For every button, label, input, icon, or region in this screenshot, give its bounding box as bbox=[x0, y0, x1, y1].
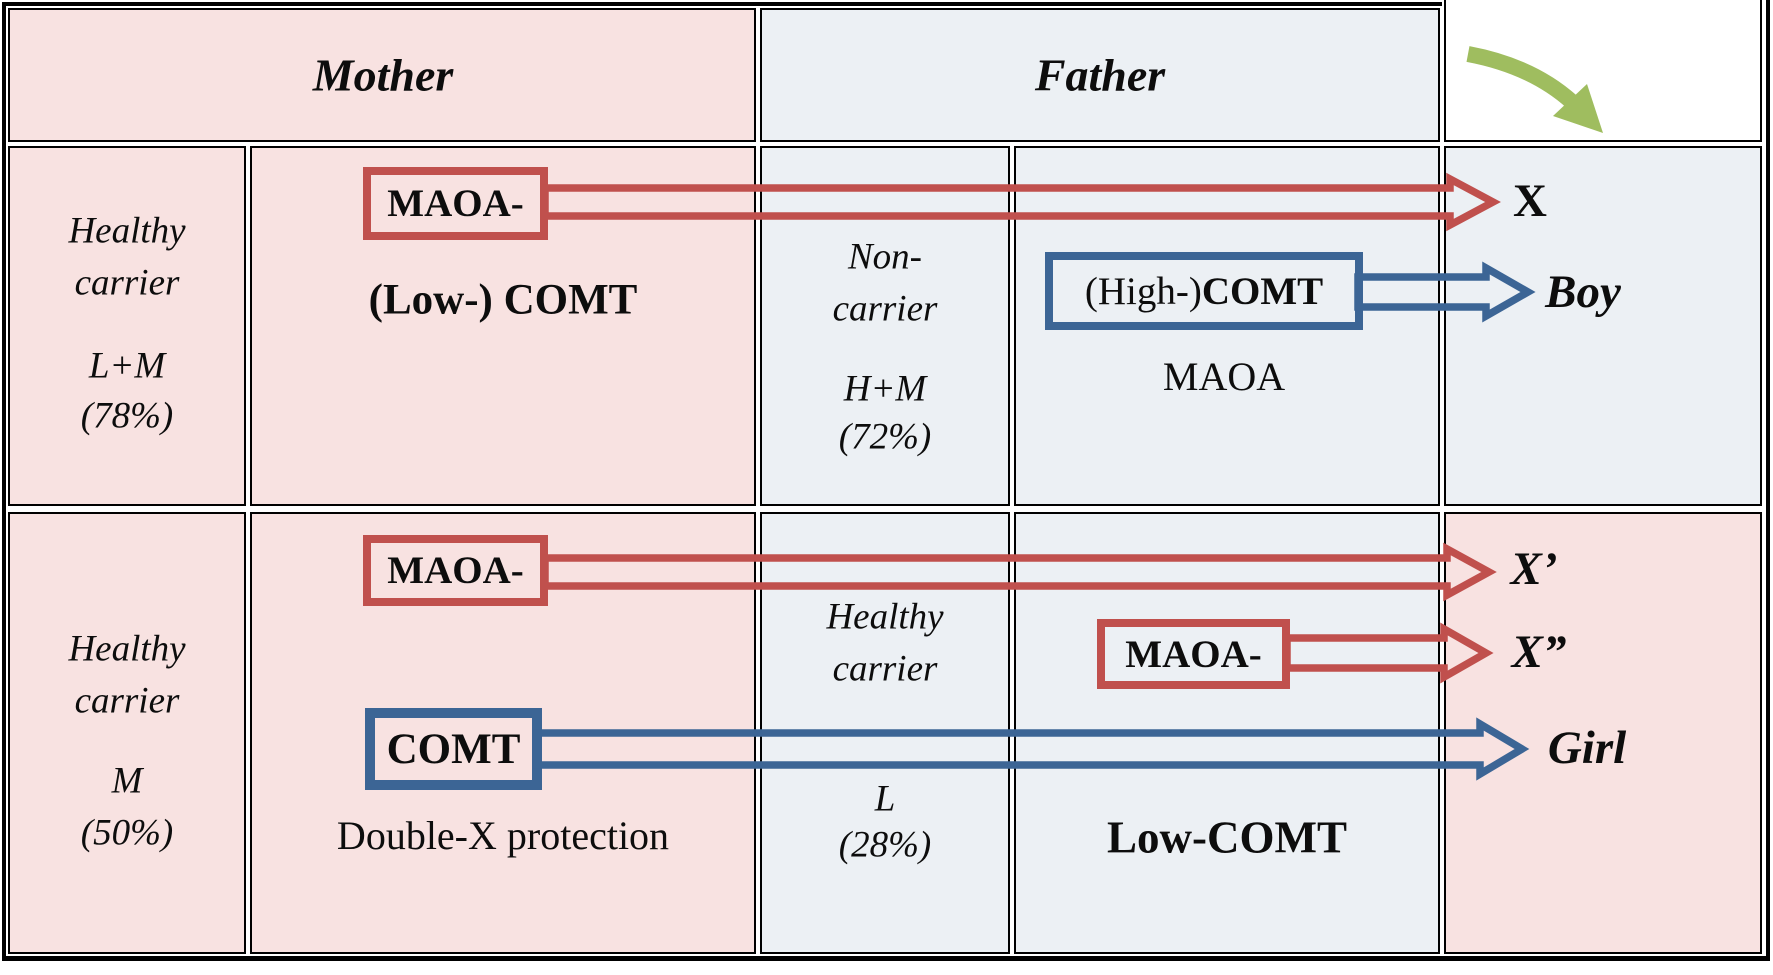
header-cell-father bbox=[760, 8, 1440, 142]
row1-mother-carrier-status-line2: carrier bbox=[74, 262, 180, 304]
cell-row1-mother-label bbox=[8, 146, 246, 506]
row2-father-carrier-status-line1: Healthy bbox=[826, 596, 944, 638]
row1-father-carrier-status-line2: carrier bbox=[832, 288, 938, 330]
row2-mother-maoa-box-label: MAOA- bbox=[387, 549, 524, 592]
row2-father-carrier-status-line2: carrier bbox=[832, 648, 938, 690]
frame-bottom bbox=[2, 956, 1769, 961]
header-cell-offspring bbox=[1444, 0, 1762, 142]
row2-mother-percentage: (50%) bbox=[80, 812, 174, 854]
row2-mother-carrier-status-line1: Healthy bbox=[68, 628, 186, 670]
row2-mother-comt-box-label: COMT bbox=[386, 725, 521, 773]
row2-father-genotype: L bbox=[874, 778, 896, 820]
frame-top bbox=[2, 2, 1442, 6]
row1-mother-percentage: (78%) bbox=[80, 395, 174, 437]
row1-mother-carrier-status-line1: Healthy bbox=[68, 210, 186, 252]
row2-chromosome-x1-label: X’ bbox=[1510, 543, 1558, 596]
row2-mother-carrier-status-line2: carrier bbox=[74, 680, 180, 722]
row2-mother-protection-label: Double-X protection bbox=[336, 813, 670, 858]
row2-mother-genotype: M bbox=[111, 760, 143, 802]
row2-mother-maoa-box: MAOA- bbox=[363, 535, 548, 606]
row2-father-maoa-box: MAOA- bbox=[1097, 619, 1290, 689]
row2-father-percentage: (28%) bbox=[838, 824, 932, 866]
row1-father-carrier-status-line1: Non- bbox=[848, 236, 922, 278]
row2-chromosome-x2-label: X” bbox=[1511, 626, 1567, 679]
row1-mother-genotype: L+M bbox=[88, 345, 166, 387]
row1-father-percentage: (72%) bbox=[838, 416, 932, 458]
row1-father-maoa-label: MAOA bbox=[1162, 354, 1286, 399]
frame-right bbox=[1766, 0, 1770, 961]
header-cell-mother bbox=[8, 8, 756, 142]
cell-row2-mother-label bbox=[8, 512, 246, 954]
row1-father-comt-box: (High-) COMT bbox=[1045, 252, 1363, 330]
cell-row2-father-label bbox=[760, 512, 1010, 954]
row1-father-comt-box-prefix: (High-) bbox=[1084, 269, 1202, 313]
row1-father-genotype: H+M bbox=[843, 368, 927, 410]
row1-mother-maoa-box: MAOA- bbox=[363, 167, 548, 240]
row1-mother-maoa-box-label: MAOA- bbox=[387, 182, 524, 225]
row2-father-lowcomt-label: Low-COMT bbox=[1107, 812, 1347, 863]
cell-row2-father-gene bbox=[1014, 512, 1440, 954]
row2-mother-comt-box: COMT bbox=[365, 708, 542, 790]
row2-father-maoa-box-label: MAOA- bbox=[1125, 632, 1262, 676]
row1-chromosome-x-label: X bbox=[1513, 175, 1547, 228]
row2-child-girl-label: Girl bbox=[1547, 722, 1627, 775]
mother-header: Mother bbox=[312, 49, 454, 101]
frame-left bbox=[2, 2, 6, 960]
row1-mother-comt-label: (Low-) COMT bbox=[368, 276, 638, 324]
row1-father-comt-box-label: COMT bbox=[1201, 269, 1324, 313]
father-header: Father bbox=[1034, 49, 1166, 101]
row1-child-boy-label: Boy bbox=[1545, 266, 1621, 319]
cell-row1-offspring bbox=[1444, 146, 1762, 506]
